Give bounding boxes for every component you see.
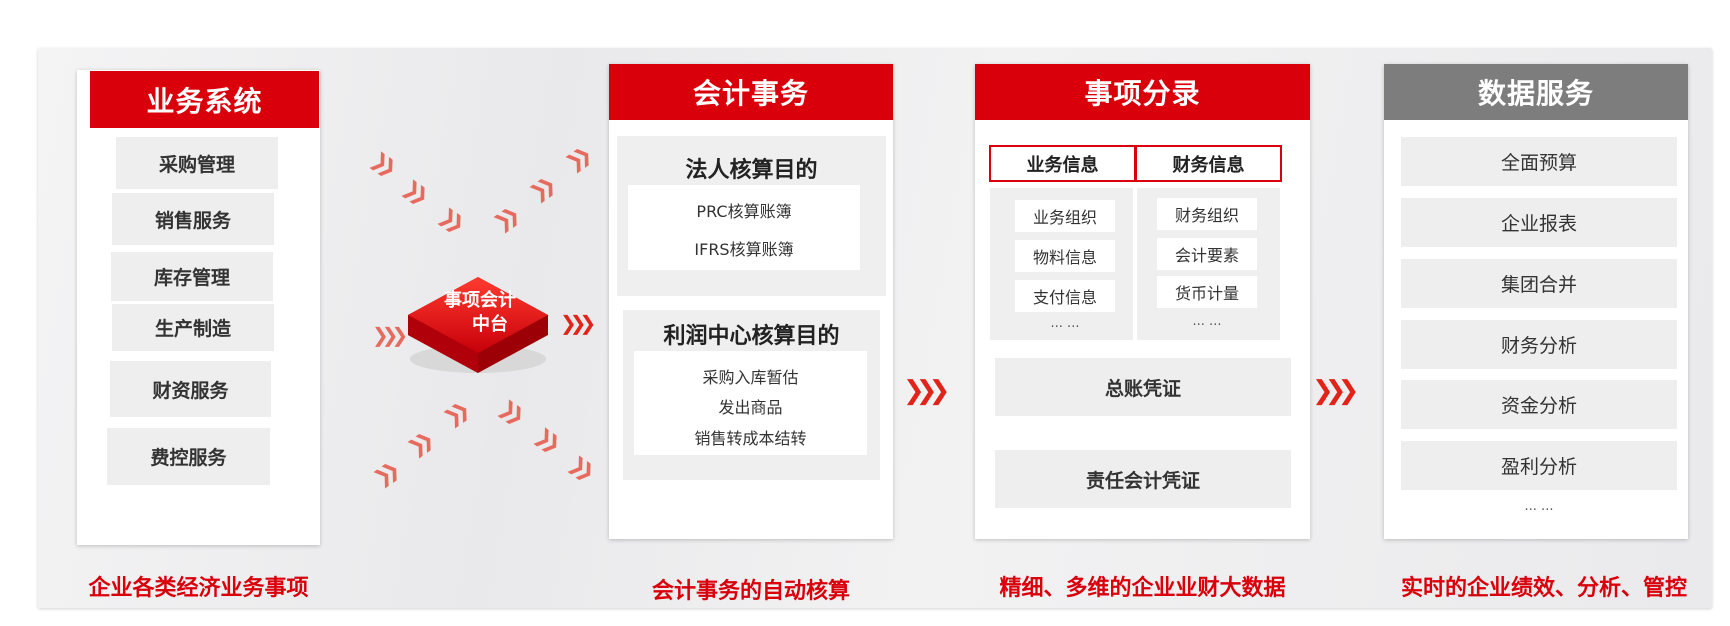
data-services-header: 数据服务 [1384, 64, 1688, 120]
hub-label-line2: 中台 [472, 314, 508, 335]
business-item-material: 物料信息 [1015, 240, 1115, 272]
finance-item-org: 财务组织 [1157, 198, 1257, 230]
chevron-arrows-icon: ❯❯❯ [372, 323, 408, 347]
profit-item-goods: 发出商品 [718, 398, 783, 417]
profit-item-estimate: 采购入库暂估 [702, 368, 799, 387]
service-items-ellipsis: ··· ··· [1524, 503, 1554, 518]
service-item-reports: 企业报表 [1401, 198, 1677, 247]
business-info-tag: 业务信息 [989, 145, 1136, 182]
business-item-production: 生产制造 [112, 304, 274, 351]
legal-purpose-title: 法人核算目的 [685, 158, 818, 183]
service-item-budget: 全面预算 [1401, 137, 1677, 186]
finance-items-ellipsis: ··· ··· [1192, 318, 1222, 333]
profit-item-cost: 销售转成本结转 [694, 429, 807, 448]
finance-item-element: 会计要素 [1157, 238, 1257, 270]
legal-purpose-list [628, 185, 860, 270]
business-items-ellipsis: ··· ··· [1050, 320, 1080, 335]
hub-cube [398, 255, 558, 385]
entries-header: 事项分录 [975, 64, 1310, 120]
responsibility-voucher: 责任会计凭证 [995, 450, 1291, 508]
finance-item-currency: 货币计量 [1157, 276, 1257, 308]
chevron-arrows-icon: ❯❯❯ [560, 311, 596, 335]
business-item-sales: 销售服务 [112, 193, 274, 245]
chevron-arrows-icon: ❯❯❯ [1312, 376, 1359, 406]
chevron-arrows-icon: ❯❯❯ [903, 376, 950, 406]
gl-voucher: 总账凭证 [995, 358, 1291, 416]
business-systems-caption: 企业各类经济业务事项 [88, 576, 309, 601]
hub-label-line1: 事项会计 [444, 290, 516, 311]
business-item-payment: 支付信息 [1015, 280, 1115, 312]
business-item-purchase: 采购管理 [116, 137, 278, 189]
profit-center-list [634, 351, 867, 455]
cube-hub-icon [408, 277, 548, 373]
business-item-expense: 费控服务 [107, 428, 270, 485]
business-item-inventory: 库存管理 [111, 252, 273, 301]
finance-info-tag: 财务信息 [1135, 145, 1282, 182]
profit-center-title: 利润中心核算目的 [663, 324, 840, 349]
service-item-profit-analysis: 盈利分析 [1401, 441, 1677, 490]
business-item-org: 业务组织 [1015, 200, 1115, 232]
service-item-consolidation: 集团合并 [1401, 259, 1677, 308]
business-systems-header: 业务系统 [90, 71, 319, 128]
service-item-financial-analysis: 财务分析 [1401, 320, 1677, 369]
legal-item-ifrs: IFRS核算账簿 [694, 240, 794, 259]
entries-caption: 精细、多维的企业业财大数据 [999, 576, 1286, 601]
accounting-caption: 会计事务的自动核算 [651, 579, 850, 604]
data-services-caption: 实时的企业绩效、分析、管控 [1400, 576, 1687, 601]
business-item-treasury: 财资服务 [110, 361, 271, 417]
accounting-header: 会计事务 [609, 64, 893, 120]
legal-item-prc: PRC核算账簿 [696, 202, 792, 221]
service-item-fund-analysis: 资金分析 [1401, 380, 1677, 429]
